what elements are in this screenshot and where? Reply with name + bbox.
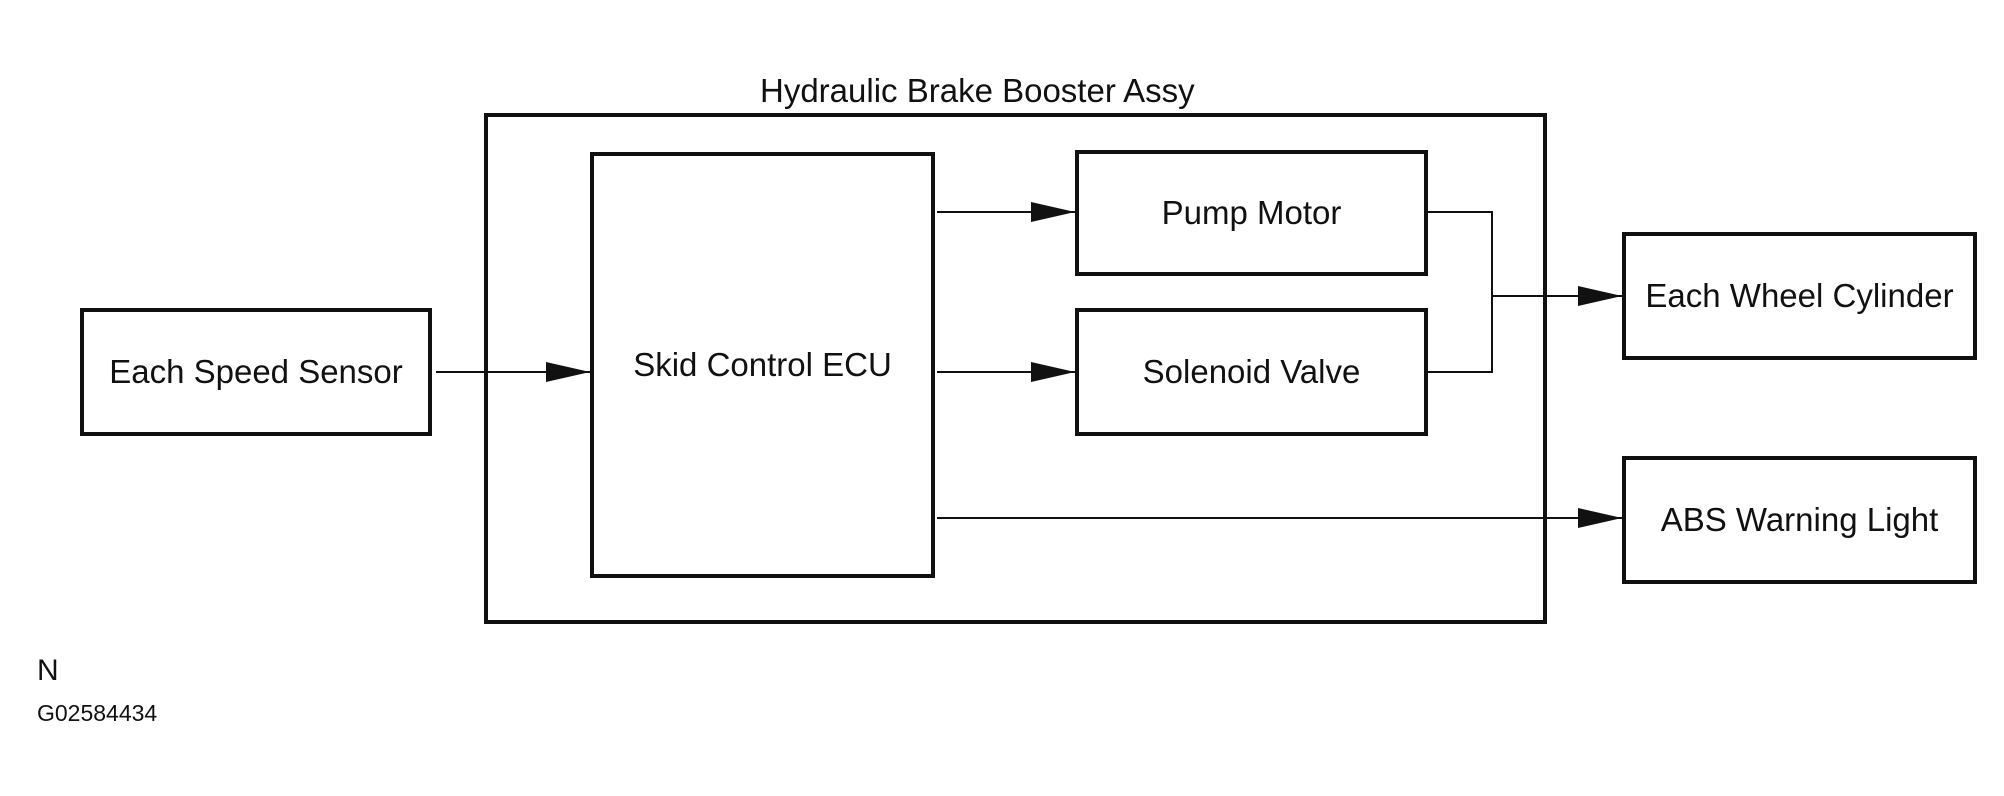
line-pump-motor-to-junction (1428, 211, 1493, 373)
warning-light-label: ABS Warning Light (1660, 501, 1939, 538)
wheel-cylinder-label: Each Wheel Cylinder (1645, 277, 1954, 314)
warning-light-box: ABS Warning Light (1622, 456, 1977, 584)
speed-sensor-label: Each Speed Sensor (109, 353, 403, 390)
pump-motor-label: Pump Motor (1161, 194, 1342, 231)
ecu-box: Skid Control ECU (590, 152, 935, 578)
solenoid-valve-label: Solenoid Valve (1142, 353, 1361, 390)
pump-motor-box: Pump Motor (1075, 150, 1428, 276)
solenoid-valve-box: Solenoid Valve (1075, 308, 1428, 436)
footer-letter: N (37, 654, 59, 687)
figure-code: G02584434 (37, 700, 158, 726)
wheel-cylinder-box: Each Wheel Cylinder (1622, 232, 1977, 360)
speed-sensor-box: Each Speed Sensor (80, 308, 432, 436)
ecu-label: Skid Control ECU (633, 346, 892, 383)
brake-booster-assy-title: Hydraulic Brake Booster Assy (760, 72, 1195, 109)
brake-booster-assy-frame (484, 113, 1547, 624)
